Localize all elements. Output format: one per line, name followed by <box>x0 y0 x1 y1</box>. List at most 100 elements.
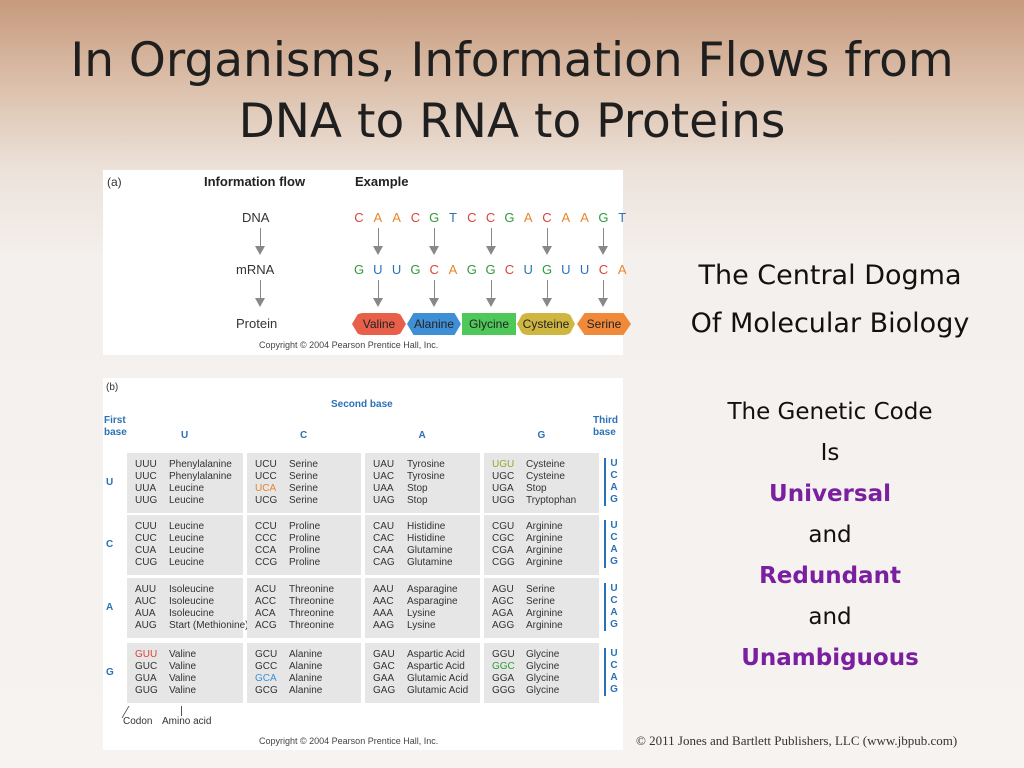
codon: CGG <box>492 557 515 568</box>
amino-acid-name: Tyrosine <box>407 459 445 470</box>
sequence-arrow-shaft <box>490 228 492 248</box>
slide-title: In Organisms, Information Flows from DNA… <box>40 30 984 152</box>
second-base-label: A <box>418 430 426 441</box>
third-base-bracket <box>604 458 606 506</box>
amino-acid-name: Cysteine <box>526 471 565 482</box>
amino-acid-serine: Serine <box>577 313 631 335</box>
sequence-arrow-head <box>542 246 552 255</box>
flow-label-protein: Protein <box>236 316 278 331</box>
amino-acid-name: Valine <box>169 661 197 672</box>
amino-acid-name: Aspartic Acid <box>407 649 465 660</box>
codon: GUA <box>135 673 157 684</box>
amino-acid-name: Threonine <box>289 584 335 595</box>
amino-acid-name: Glutamine <box>407 557 453 568</box>
codon: AUC <box>135 596 157 607</box>
amino-acid-name: Serine <box>526 584 555 595</box>
amino-acid-name: Leucine <box>169 495 205 506</box>
sequence-arrow-head <box>542 298 552 307</box>
codon: CUA <box>135 545 157 556</box>
amino-acid-name: Stop <box>526 483 547 494</box>
genetic-code-line: The Genetic Code <box>727 399 933 425</box>
codon: UAU <box>373 459 395 470</box>
codon: UGU <box>492 459 515 470</box>
codon: GGG <box>492 685 516 696</box>
sequence-arrow-shaft <box>547 228 548 248</box>
first-base-label: C <box>106 539 114 550</box>
amino-acid-name: Glycine <box>526 649 560 660</box>
amino-acid-name: Lysine <box>407 608 436 619</box>
third-base-label: G <box>610 619 618 630</box>
amino-acid-name: Proline <box>289 545 321 556</box>
second-base-label: G <box>537 430 546 441</box>
information-flow-header: Information flow <box>204 174 306 189</box>
amino-acid-name: Alanine <box>289 685 323 696</box>
amino-acid-name: Glycine <box>526 685 560 696</box>
sequence-arrow-shaft <box>490 280 492 300</box>
codon: CCG <box>255 557 278 568</box>
codon: GGU <box>492 649 515 660</box>
codon: ACC <box>255 596 277 607</box>
codon: AAU <box>373 584 394 595</box>
third-base-label: C <box>610 470 618 481</box>
mrna-nucleotide: U <box>391 262 402 277</box>
codon: AAG <box>373 620 395 631</box>
amino-acid-caption: Amino acid <box>162 716 212 727</box>
flow-arrow-shaft <box>260 280 261 300</box>
amino-acid-glycine: Glycine <box>462 313 516 335</box>
codon: CUG <box>135 557 158 568</box>
sequence-arrow-head <box>598 298 609 307</box>
codon: GUG <box>135 685 158 696</box>
third-base-label: G <box>610 494 618 505</box>
amino-acid-name: Arginine <box>526 620 563 631</box>
sequence-arrow-head <box>372 298 383 307</box>
dna-nucleotide: A <box>523 210 533 225</box>
universal-keyword: Universal <box>769 481 891 507</box>
amino-acid-name: Stop <box>407 495 428 506</box>
codon: UAG <box>373 495 395 506</box>
third-base-bracket <box>604 648 606 696</box>
mrna-nucleotide: G <box>466 262 477 277</box>
amino-acid-name: Threonine <box>289 596 335 607</box>
amino-acid-name: Phenylalanine <box>169 459 232 470</box>
codon: UGA <box>492 483 514 494</box>
slide-title-line-1: In Organisms, Information Flows from <box>70 33 954 88</box>
codon: ACG <box>255 620 277 631</box>
amino-acid-name: Valine <box>169 685 197 696</box>
flow-arrow-head <box>255 298 265 307</box>
codon: AAA <box>373 608 394 619</box>
amino-acid-name: Arginine <box>526 545 563 556</box>
mrna-nucleotide: G <box>353 262 365 277</box>
codon: UCU <box>255 459 277 470</box>
and-line-1: and <box>808 522 852 548</box>
codon: CCA <box>255 545 277 556</box>
central-dogma-line-1: The Central Dogma <box>698 260 962 291</box>
first-base-label: A <box>106 602 114 613</box>
third-base-label: G <box>610 556 618 567</box>
codon: CCU <box>255 521 277 532</box>
codon: GUU <box>135 649 158 660</box>
codon: AUU <box>135 584 157 595</box>
codon: CAU <box>373 521 395 532</box>
dna-nucleotide: A <box>373 210 383 225</box>
